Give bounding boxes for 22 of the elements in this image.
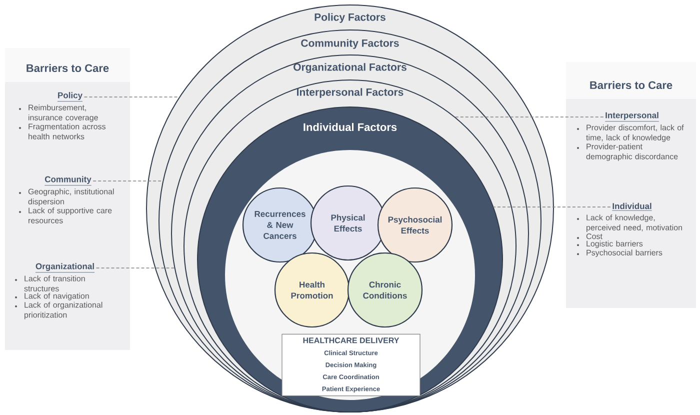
- bullet-item: Provider discomfort, lack of time, lack of knowledge: [577, 124, 684, 142]
- section-heading: Policy: [57, 92, 83, 102]
- bullet-item: Provider-patient demographic discordance: [577, 143, 678, 161]
- bullet-item: Cost: [577, 233, 602, 240]
- leader-line: [84, 96, 180, 98]
- bullet-item: Lack of organizational prioritization: [15, 302, 102, 320]
- bullet-item: Geographic, institutional dispersion: [19, 188, 114, 206]
- bullet-item: Lack of supportive care resources: [19, 207, 112, 224]
- section-heading: Community: [44, 176, 92, 186]
- bullet-item: Lack of knowledge, perceived need, motivation: [577, 214, 682, 232]
- bullet-item: Reimbursement, insurance coverage: [19, 104, 98, 122]
- section-heading: Organizational: [35, 263, 95, 273]
- section-heading: Individual: [612, 202, 652, 211]
- bullet-item: Lack of navigation: [15, 292, 89, 300]
- leader-line: [92, 180, 164, 182]
- bullet-item: Lack of transition structures: [15, 276, 85, 292]
- leader-line: [454, 116, 604, 118]
- section-heading: Interpersonal: [604, 112, 660, 122]
- leader-line: [492, 206, 611, 208]
- bullet-item: Logistic barriers: [577, 240, 643, 248]
- bullet-item: Fragmentation across health networks: [19, 123, 106, 140]
- bullet-item: Psychosocial barriers: [577, 250, 662, 258]
